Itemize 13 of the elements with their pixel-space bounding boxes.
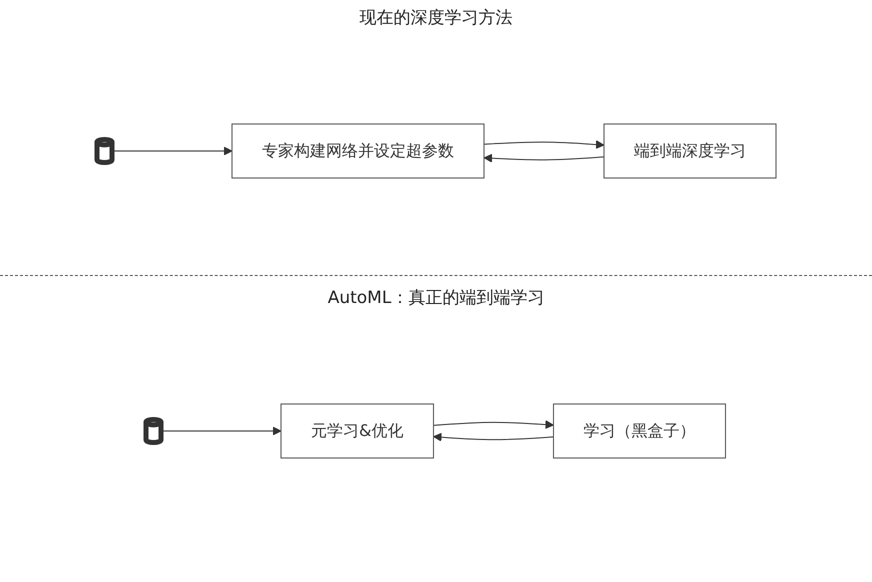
arrow <box>433 432 554 442</box>
arrow <box>483 154 604 163</box>
arrow <box>483 140 604 149</box>
node-box: 元学习&优化 <box>280 404 434 458</box>
section-heading: AutoML：真正的端到端学习 <box>328 287 544 309</box>
node-cylinder <box>144 416 164 446</box>
arrow <box>160 426 282 436</box>
section-heading: 现在的深度学习方法 <box>360 7 512 29</box>
arrow <box>433 420 554 429</box>
node-box: 端到端深度学习 <box>603 124 776 178</box>
node-cylinder <box>94 136 114 166</box>
node-box: 专家构建网络并设定超参数 <box>231 124 484 178</box>
node-box: 学习（黑盒子） <box>553 404 726 458</box>
